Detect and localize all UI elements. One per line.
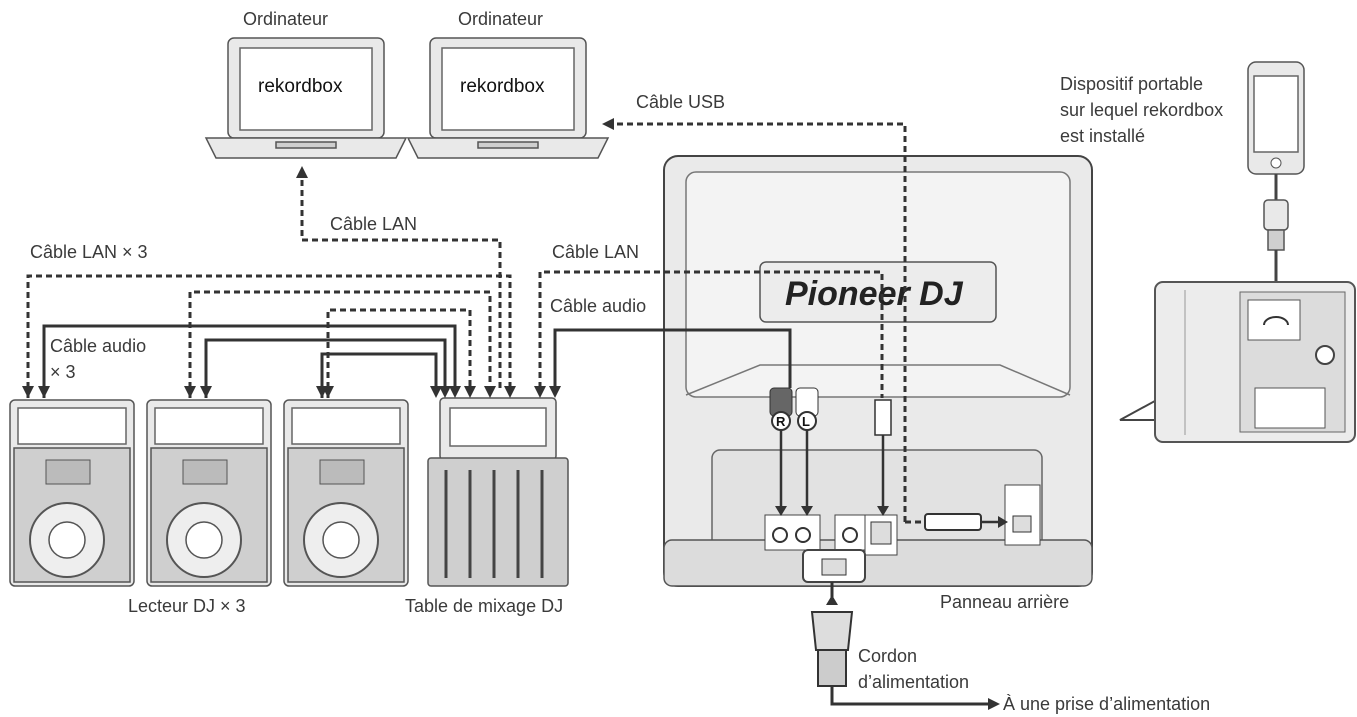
usb-cable	[602, 118, 1008, 531]
usb-cable-label: Câble USB	[636, 92, 725, 112]
dj-unit-rear	[663, 155, 1093, 587]
dj-player-1	[9, 399, 135, 587]
audio-cable-x3-label-2: × 3	[50, 362, 76, 382]
power-cord-label-1: Cordon	[858, 646, 917, 666]
power-cord	[810, 582, 1000, 710]
dj-player-2	[146, 399, 272, 587]
lan-cable-unit	[534, 270, 884, 398]
rear-panel-label: Panneau arrière	[940, 592, 1069, 612]
audio-cable-unit	[549, 328, 889, 516]
lan-cable-top-label: Câble LAN	[330, 214, 417, 234]
computer-2-title: Ordinateur	[458, 9, 543, 29]
lan-cable-x3-label: Câble LAN × 3	[30, 242, 148, 262]
brand-logo: Pioneer DJ	[785, 275, 964, 313]
usb-port-closeup	[1119, 281, 1356, 443]
power-cord-label-2: d’alimentation	[858, 672, 969, 692]
portable-device-label-1: Dispositif portable	[1060, 74, 1203, 94]
dj-mixer	[427, 397, 569, 587]
audio-cable-x3-label-1: Câble audio	[50, 336, 146, 356]
lan-cable-right-label: Câble LAN	[552, 242, 639, 262]
audio-plug-r-label: R	[776, 414, 786, 429]
dj-players-label: Lecteur DJ × 3	[128, 596, 246, 616]
computer-2	[406, 37, 610, 159]
audio-cables-players	[38, 324, 461, 398]
dj-player-3	[283, 399, 409, 587]
computer-1-screen-text: rekordbox	[258, 76, 343, 97]
portable-device-label-3: est installé	[1060, 126, 1145, 146]
audio-plug-l-label: L	[802, 414, 810, 429]
computer-1-title: Ordinateur	[243, 9, 328, 29]
portable-device	[1247, 61, 1305, 251]
audio-cable-right-label: Câble audio	[550, 296, 646, 316]
portable-device-label-2: sur lequel rekordbox	[1060, 100, 1223, 120]
power-outlet-label: À une prise d’alimentation	[1003, 694, 1210, 714]
lan-cable-computer	[296, 166, 502, 388]
dj-mixer-label: Table de mixage DJ	[405, 596, 563, 616]
computer-1	[204, 37, 408, 159]
computer-2-screen-text: rekordbox	[460, 76, 545, 97]
